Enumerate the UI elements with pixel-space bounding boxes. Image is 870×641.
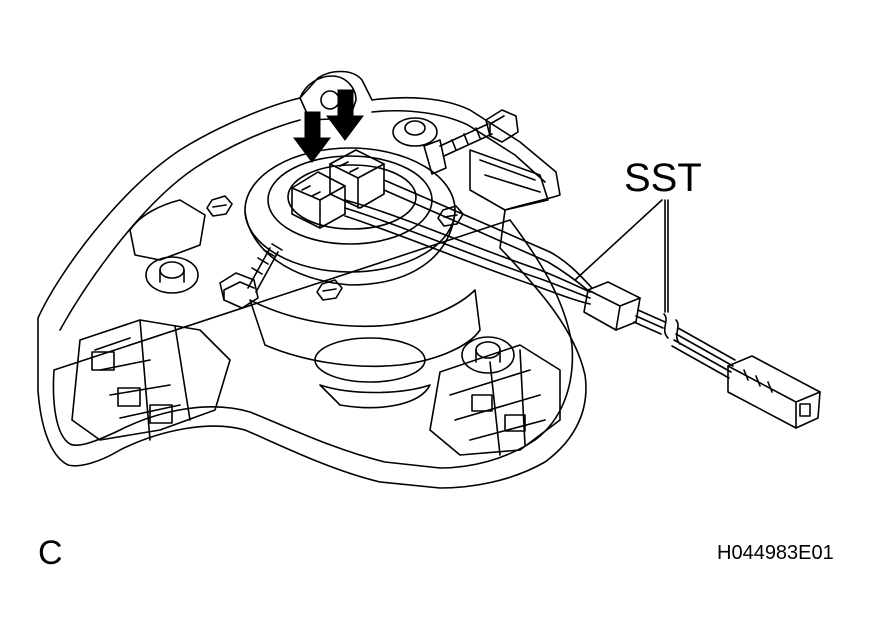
left-spoke-ribs <box>94 319 191 441</box>
right-spoke-rail <box>469 149 549 211</box>
lower-hub-body <box>249 289 481 368</box>
upper-lug <box>299 75 357 121</box>
left-spoke-pad-3 <box>149 404 173 424</box>
harness-wire-1 <box>344 199 591 293</box>
arrow-right <box>326 89 364 141</box>
left-spoke-rail <box>129 199 206 261</box>
steering-pad-inner-rim <box>52 109 574 469</box>
right-spoke-pad-2 <box>504 414 526 432</box>
mount-boss-right <box>461 336 515 374</box>
harness-end-wires <box>671 327 736 379</box>
harness-tail-wires <box>633 309 666 335</box>
mount-boss-left <box>145 256 199 294</box>
left-spoke-pad-2 <box>117 387 141 407</box>
break-mark <box>663 313 681 345</box>
right-spoke-ribs <box>449 349 546 456</box>
arrow-left <box>293 111 331 163</box>
right-spoke-pad-1 <box>471 394 493 412</box>
left-spoke-frame <box>71 319 231 441</box>
steering-pad-outline <box>37 70 587 489</box>
stud-nut-1 <box>206 195 233 217</box>
right-spoke-frame <box>429 344 561 456</box>
harness-coupler <box>583 281 641 331</box>
harness-wire-2 <box>344 207 591 299</box>
figure-code-label: H044983E01 <box>717 542 834 564</box>
connector-left <box>291 171 346 229</box>
harness-wire-4 <box>383 179 593 289</box>
sst-leader-1 <box>574 199 663 281</box>
bolt-washer-tab <box>423 139 447 175</box>
right-bolt <box>439 109 519 157</box>
lower-hub-plate <box>314 337 426 383</box>
upper-lug-hole <box>320 90 340 110</box>
end-connector <box>727 355 821 429</box>
harness-wire-5 <box>383 189 591 293</box>
mount-boss-top-right <box>392 117 438 147</box>
view-letter-label: C <box>38 534 63 572</box>
center-boss-ring <box>287 164 417 230</box>
left-spoke-pad-1 <box>91 351 115 371</box>
center-boss-skirt <box>244 211 456 286</box>
left-bolt <box>219 243 283 309</box>
harness-wire-3 <box>344 215 591 305</box>
stud-nut-3 <box>316 279 343 301</box>
sst-callout-label: SST <box>624 156 702 200</box>
lower-hub-recess <box>319 384 431 409</box>
